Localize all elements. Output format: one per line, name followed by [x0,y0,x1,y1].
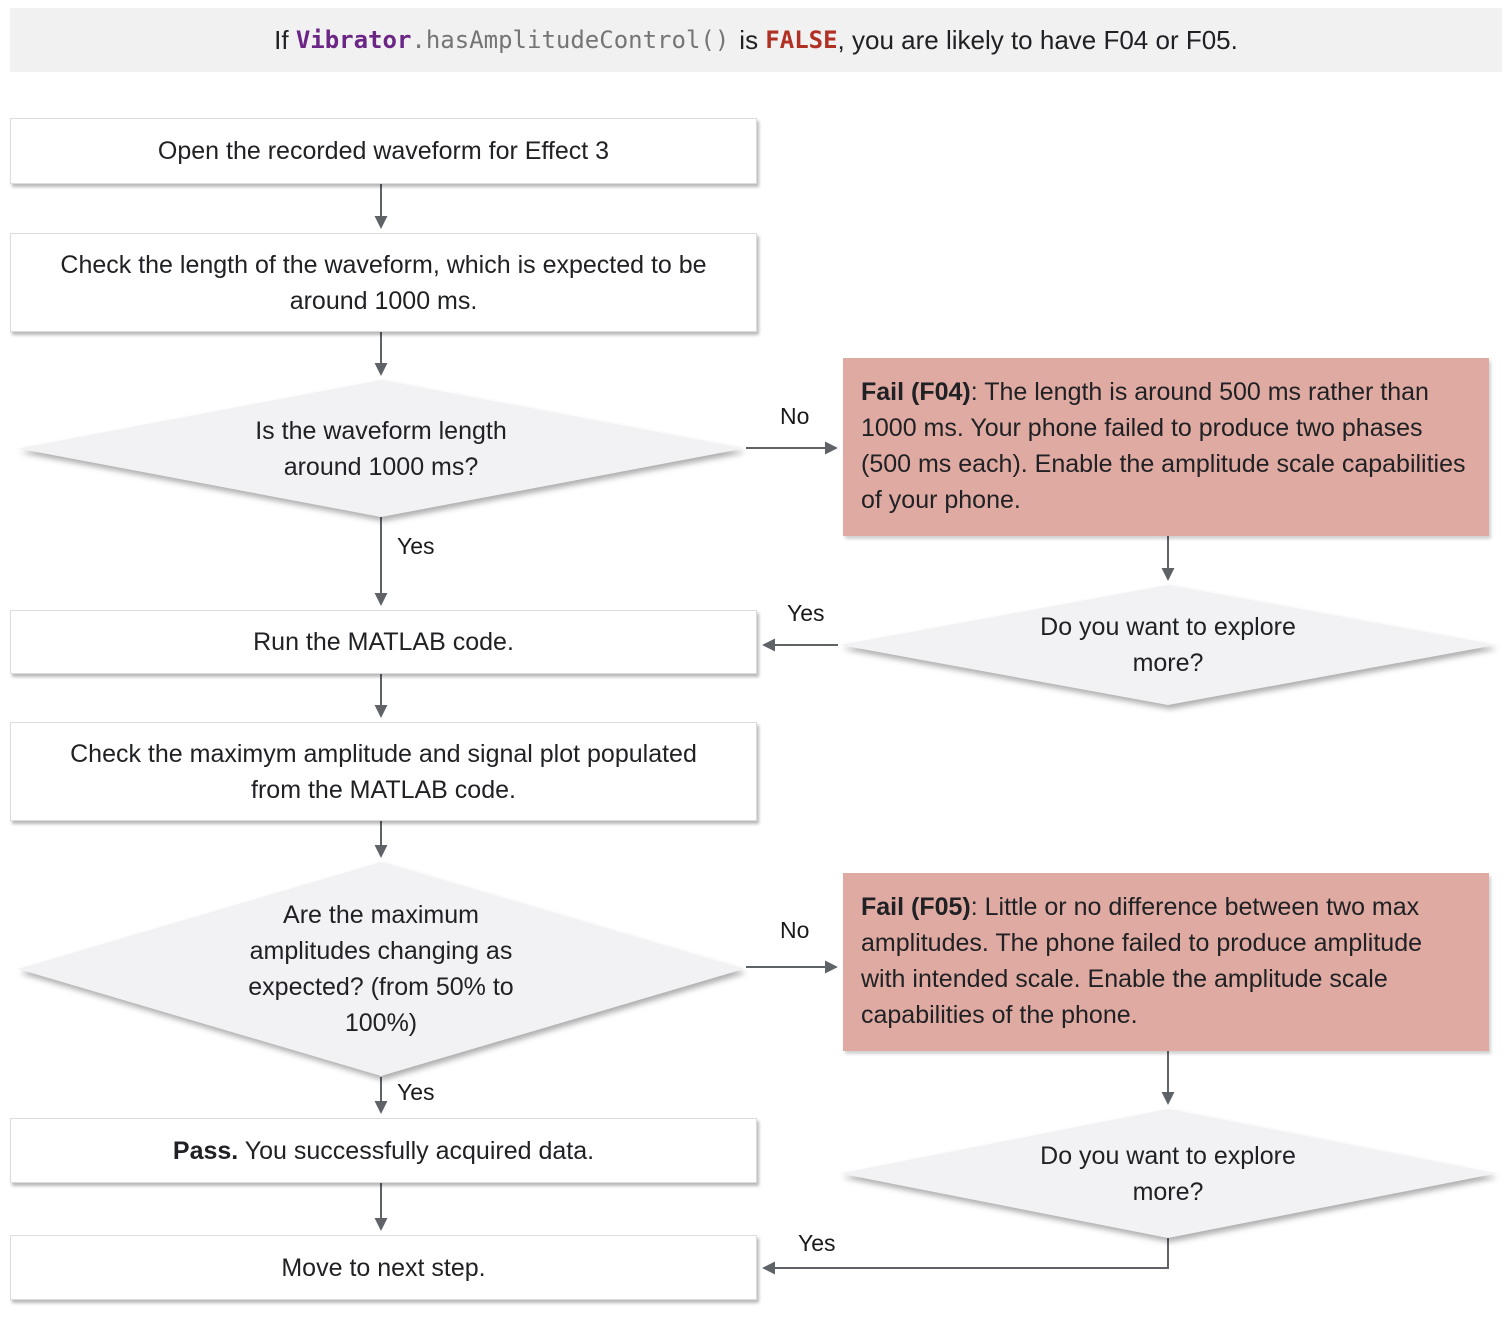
node-pass: Pass. You successfully acquired data. [10,1118,757,1183]
node-run-matlab-text: Run the MATLAB code. [253,628,514,656]
node-length-question-text: Is the waveform length around 1000 ms? [255,416,507,481]
node-move-next-text: Move to next step. [281,1253,486,1282]
pass-label: Pass. [172,1136,239,1165]
pass-body: You successfully acquired data. [238,1136,595,1165]
header-false-value: FALSE [765,26,838,54]
node-check-length-text: Check the length of the waveform, which … [60,250,707,315]
fail-f05-label: Fail (F05) [861,893,971,921]
header-code-method: .hasAmplitudeControl() [411,26,730,54]
node-explore-more-top: Do you want to explore more? [840,585,1496,705]
edge-label-yes-to-run: Yes [397,533,435,559]
edge-label-yes-from-explore-top: Yes [787,600,825,626]
node-length-question: Is the waveform length around 1000 ms? [18,380,744,517]
node-explore-more-bottom: Do you want to explore more? [840,1109,1496,1238]
header-prefix: If [274,24,296,55]
node-explore-more-top-text: Do you want to explore more? [1040,613,1296,677]
node-explore-more-bottom-text: Do you want to explore more? [1040,1141,1296,1206]
node-move-next: Move to next step. [10,1235,757,1300]
fail-f04-body: : The length is around 500 ms rather tha… [861,378,1466,514]
header-suffix: , you are likely to have F04 or F05. [837,24,1238,55]
edge-label-yes-from-explore-bottom: Yes [798,1230,836,1256]
edge-label-no-to-f05: No [780,917,810,943]
node-check-amplitude-text: Check the maximym amplitude and signal p… [70,739,697,804]
node-open-waveform-text: Open the recorded waveform for Effect 3 [157,137,610,165]
node-run-matlab: Run the MATLAB code. [10,610,757,674]
node-fail-f05: Fail (F05): Little or no difference betw… [843,873,1489,1051]
edge-label-no-to-f04: No [780,403,810,429]
edge-label-yes-to-pass: Yes [397,1079,435,1105]
header-code-object: Vibrator [295,26,412,54]
node-check-length: Check the length of the waveform, which … [10,233,757,332]
fail-f04-label: Fail (F04) [861,378,971,406]
node-check-amplitude: Check the maximym amplitude and signal p… [10,722,757,821]
node-amplitude-question: Are the maximum amplitudes changing as e… [18,862,744,1076]
header-banner: If Vibrator.hasAmplitudeControl() is FALS… [10,8,1502,72]
header-conjunction: is [739,24,766,55]
node-fail-f04: Fail (F04): The length is around 500 ms … [843,358,1489,536]
node-open-waveform: Open the recorded waveform for Effect 3 [10,118,757,184]
fail-f05-body: : Little or no difference between two ma… [861,893,1423,1029]
node-amplitude-question-text: Are the maximum amplitudes changing as e… [248,901,514,1037]
